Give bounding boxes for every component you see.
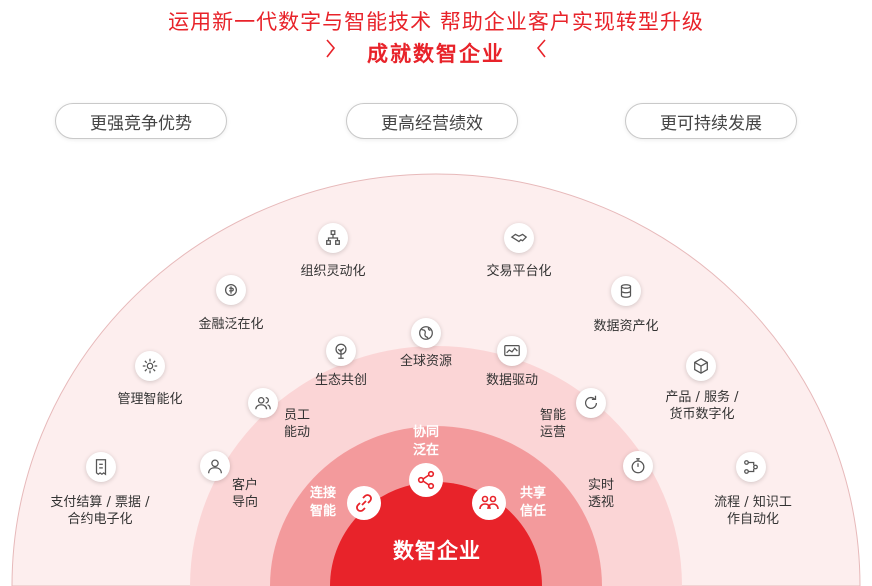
goal-sustainability: 更可持续发展 [625, 103, 797, 139]
tree-icon [326, 336, 356, 366]
headline: 运用新一代数字与智能技术 帮助企业客户实现转型升级 [168, 10, 704, 34]
middle-item-customer: 客户导向 [232, 478, 259, 510]
stopwatch-icon [623, 451, 653, 481]
globe-icon [411, 318, 441, 348]
refresh-icon [576, 388, 606, 418]
chart-monitor-icon [497, 336, 527, 366]
receipt-icon [86, 452, 116, 482]
outer-item-product-digital: 产品 / 服务 /货币数字化 [665, 390, 739, 422]
middle-item-realtime: 实时透视 [588, 478, 615, 510]
outer-item-management: 管理智能化 [117, 392, 183, 407]
core-item-trust: 共享信任 [519, 486, 546, 519]
outer-item-organization: 组织灵动化 [300, 264, 366, 279]
people-trust-icon [472, 486, 506, 520]
subheadline: 成就数智企业 [367, 42, 505, 66]
employees-icon [248, 388, 278, 418]
gear-icon [135, 351, 165, 381]
cube-icon [686, 351, 716, 381]
outer-item-payment: 支付结算 / 票据 /合约电子化 [50, 495, 150, 527]
core-label: 数智企业 [393, 539, 481, 563]
database-icon [611, 276, 641, 306]
goal-performance: 更高经营绩效 [346, 103, 518, 139]
middle-item-ecosystem: 生态共创 [314, 373, 367, 388]
outer-item-data-assets: 数据资产化 [593, 319, 659, 334]
customer-icon [200, 451, 230, 481]
outer-item-automation: 流程 / 知识工作自动化 [714, 495, 792, 527]
workflow-icon [736, 452, 766, 482]
title-deco-left [140, 39, 336, 58]
middle-item-operations: 智能运营 [540, 408, 567, 440]
outer-item-trading: 交易平台化 [486, 264, 552, 279]
org-chart-icon [318, 223, 348, 253]
goal-competitive-advantage: 更强竞争优势 [55, 103, 227, 139]
core-item-connection: 连接智能 [309, 486, 336, 519]
outer-item-finance: 金融泛在化 [198, 317, 264, 332]
link-icon [347, 486, 381, 520]
handshake-icon [504, 223, 534, 253]
middle-item-global: 全球资源 [399, 354, 452, 369]
middle-item-employees: 员工能动 [284, 408, 311, 440]
middle-item-data-driven: 数据驱动 [485, 373, 538, 388]
share-icon [409, 463, 443, 497]
title-deco-right [536, 39, 732, 58]
core-item-collaboration: 协同泛在 [412, 425, 439, 458]
coin-icon [216, 275, 246, 305]
